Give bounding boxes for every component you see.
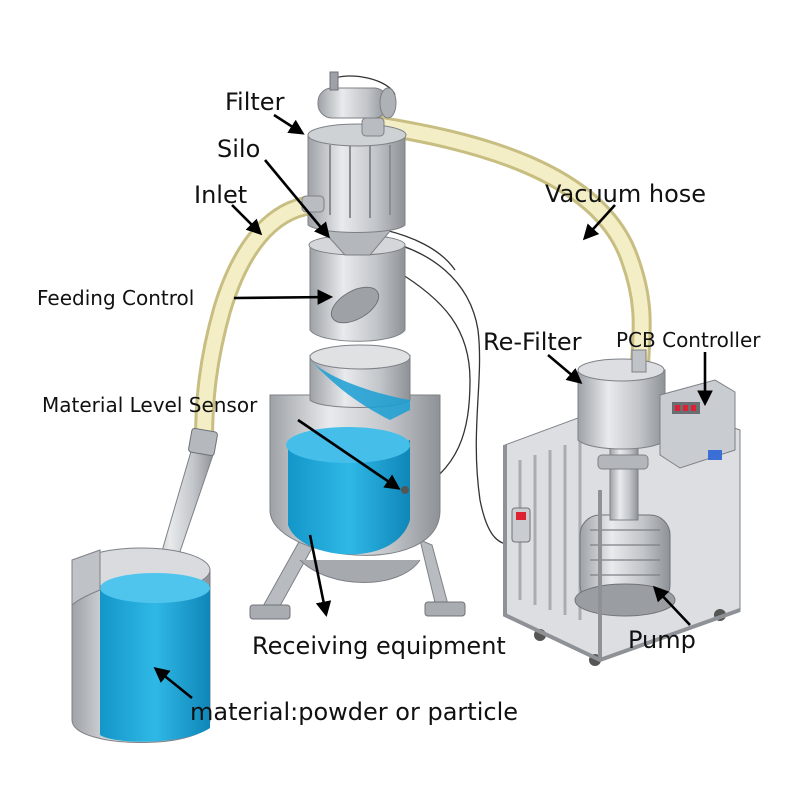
arrow-inlet bbox=[231, 204, 263, 236]
label-vacuum-hose: Vacuum hose bbox=[545, 180, 706, 208]
label-pcb-controller: PCB Controller bbox=[616, 328, 761, 352]
arrow-receiving-equipment bbox=[308, 534, 332, 618]
receiving-tank bbox=[249, 344, 466, 620]
label-silo: Silo bbox=[217, 135, 260, 163]
arrow-re-filter bbox=[547, 354, 583, 385]
callout-arrows bbox=[153, 113, 713, 700]
arrow-pump bbox=[652, 585, 691, 626]
vacuum-hopper bbox=[301, 71, 407, 342]
label-material: material:powder or particle bbox=[190, 698, 518, 726]
arrow-level-sensor bbox=[297, 418, 401, 490]
label-receiving-equipment: Receiving equipment bbox=[252, 632, 506, 660]
arrow-silo bbox=[263, 159, 330, 239]
arrow-material bbox=[153, 667, 193, 700]
arrow-feeding-control bbox=[233, 289, 334, 305]
material-drum bbox=[71, 547, 211, 743]
label-pump: Pump bbox=[628, 626, 696, 654]
pump-unit bbox=[503, 349, 741, 666]
label-inlet: Inlet bbox=[194, 181, 247, 209]
arrow-vacuum-hose bbox=[582, 204, 616, 241]
label-feeding-control: Feeding Control bbox=[37, 286, 194, 310]
label-material-level-sensor: Material Level Sensor bbox=[42, 393, 258, 417]
arrow-filter bbox=[273, 113, 305, 135]
level-sensor-node bbox=[401, 486, 409, 494]
label-re-filter: Re-Filter bbox=[483, 328, 582, 356]
label-filter: Filter bbox=[225, 88, 285, 116]
